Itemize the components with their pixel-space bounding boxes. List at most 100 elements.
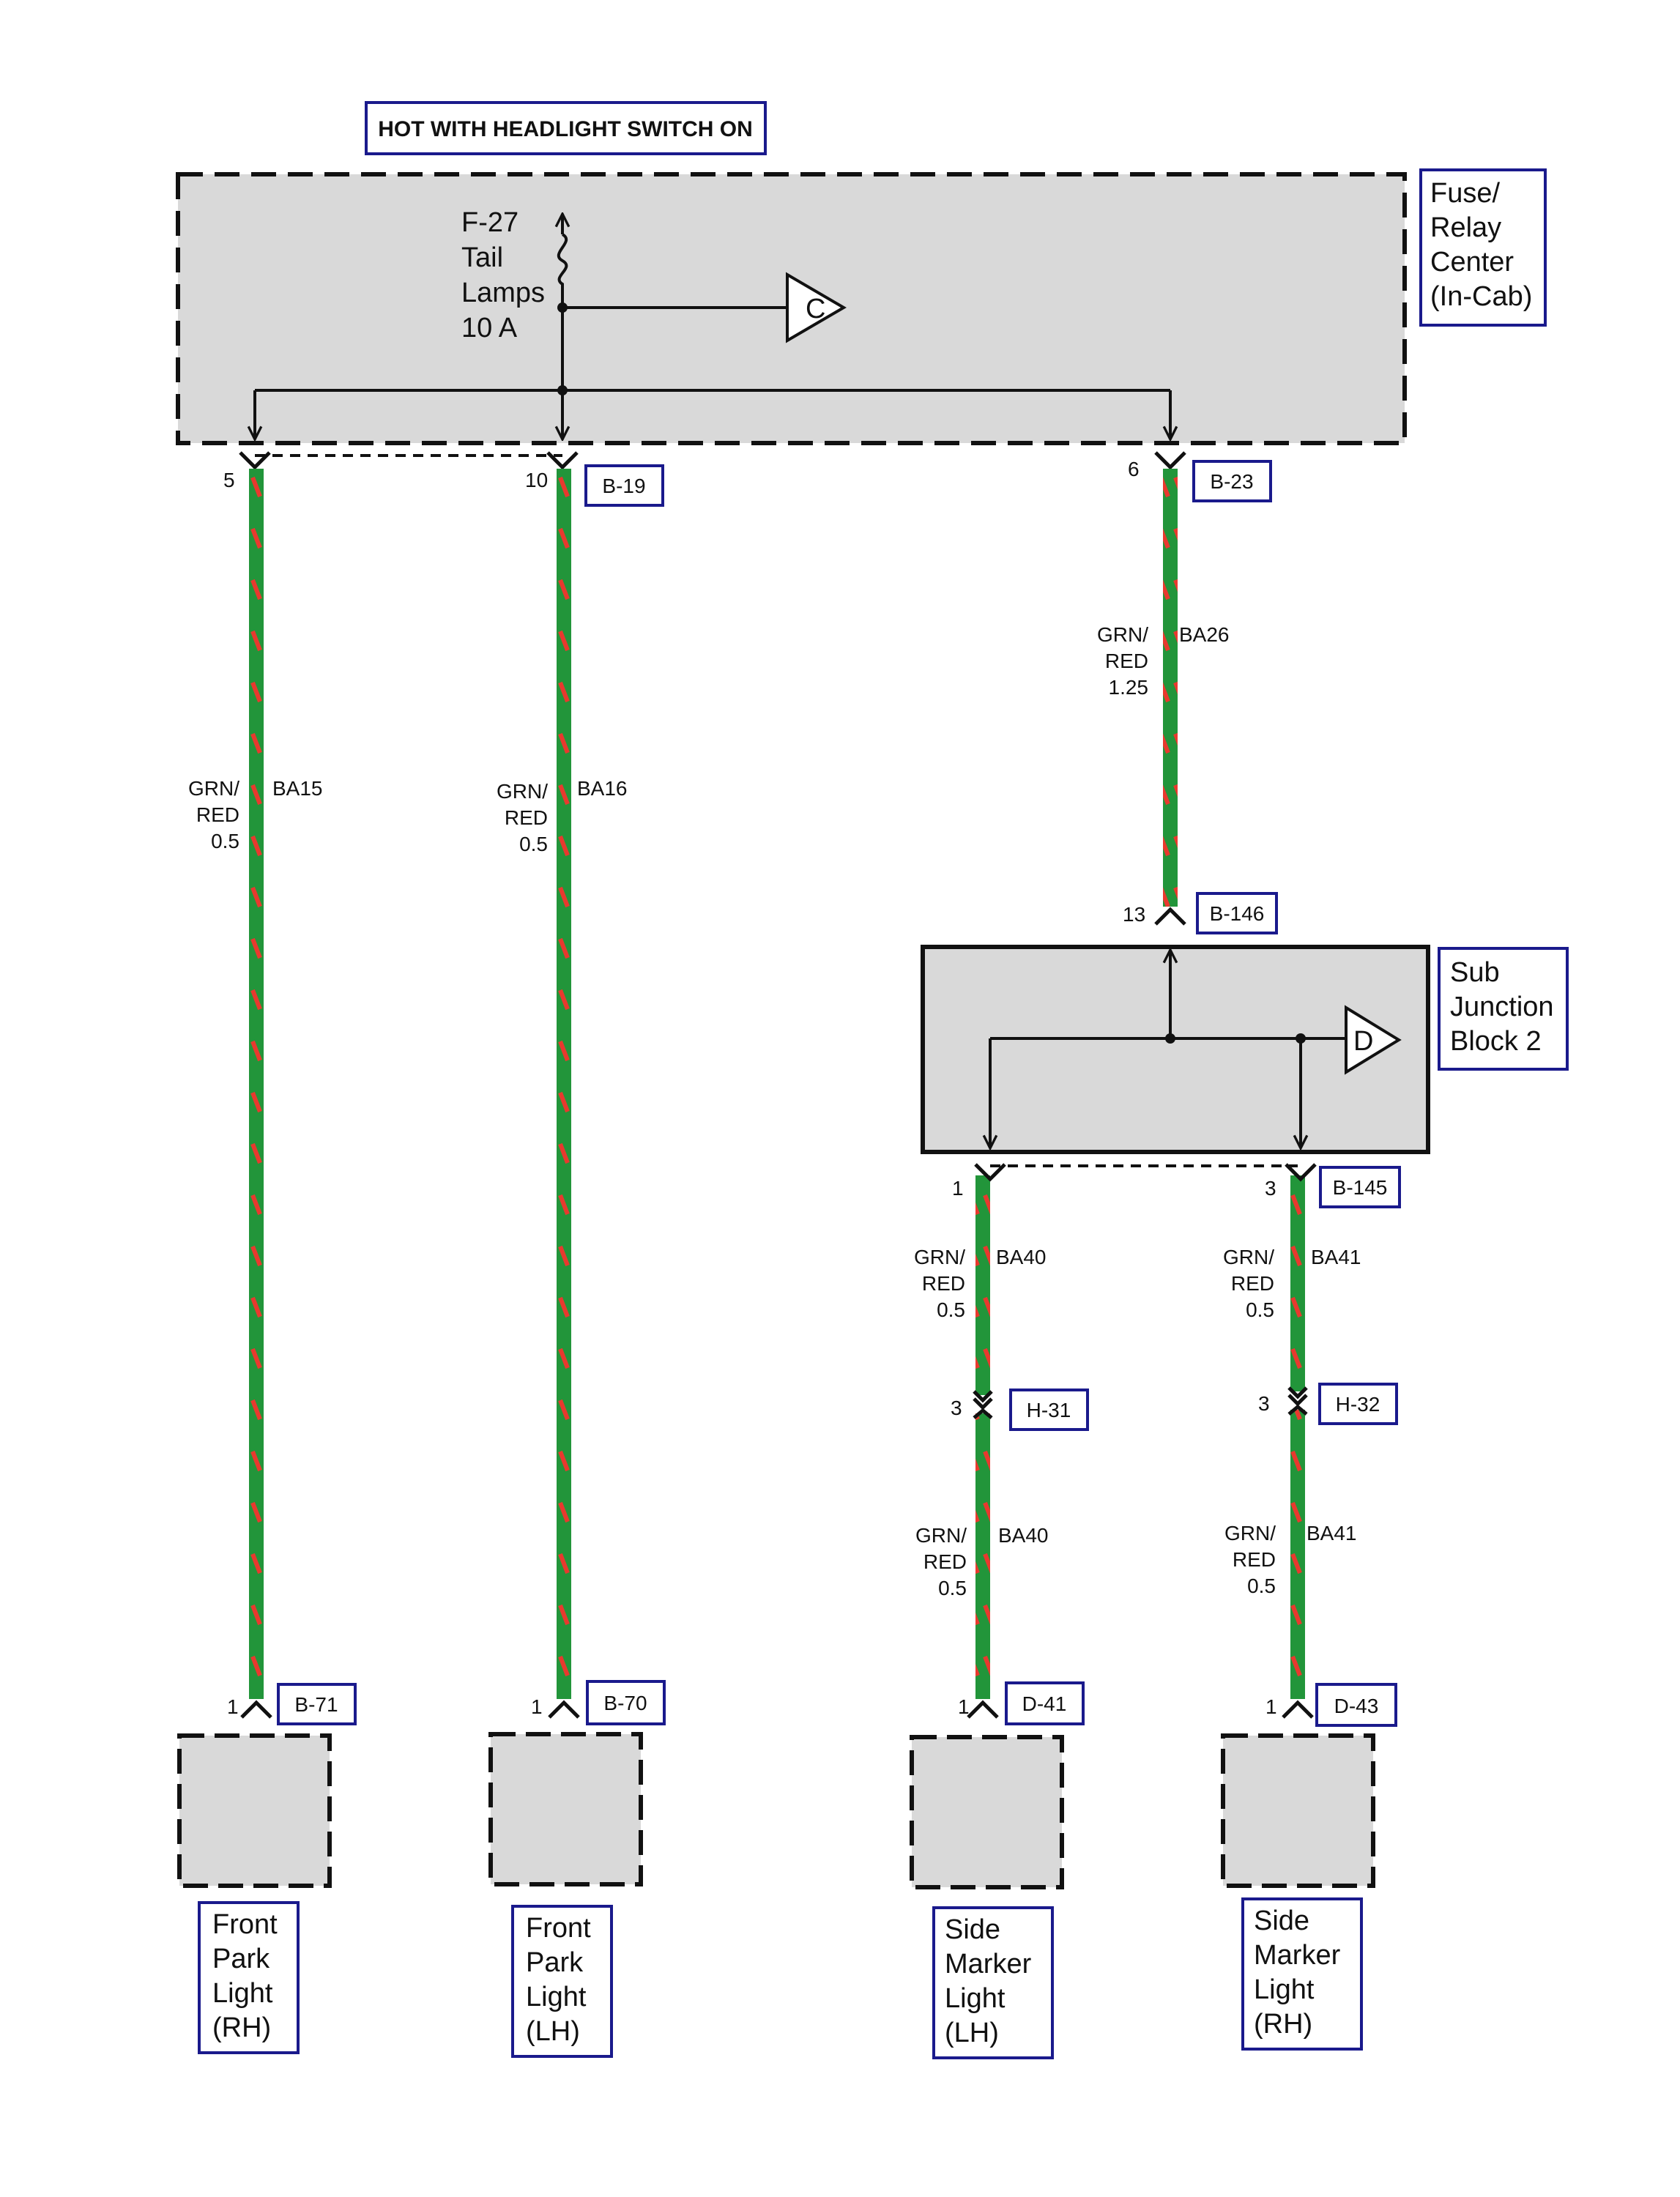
offpage-connector-d: D bbox=[1345, 1005, 1402, 1075]
ba16-color-2: RED bbox=[505, 806, 548, 829]
ba40l-color-2: RED bbox=[923, 1550, 967, 1573]
wire-label-ba40-upper: GRN/ RED 0.5 BA40 bbox=[914, 1246, 1047, 1321]
component-front-park-rh bbox=[177, 1733, 332, 1888]
smrh-line-4: (RH) bbox=[1254, 2009, 1312, 2040]
offpage-connector-c-label: C bbox=[806, 294, 825, 324]
smrh-line-3: Light bbox=[1254, 1974, 1315, 2005]
connector-b23: 6 B-23 bbox=[1128, 451, 1272, 502]
d43-id: D-43 bbox=[1334, 1695, 1379, 1717]
sub-junction-block-label: Sub Junction Block 2 bbox=[1438, 947, 1569, 1071]
fuse-label-line-3: Lamps bbox=[461, 278, 545, 308]
connector-b145: 1 3 B-145 bbox=[952, 1163, 1401, 1208]
label-side-marker-rh: Side Marker Light (RH) bbox=[1241, 1897, 1363, 2051]
sub-junction-block: D bbox=[921, 945, 1430, 1154]
d41-id: D-41 bbox=[1022, 1692, 1067, 1715]
fuse-f27-label: F-27 Tail Lamps 10 A bbox=[461, 207, 545, 343]
connector-h32: 3 H-32 bbox=[1258, 1383, 1398, 1425]
ba15-color-2: RED bbox=[196, 803, 239, 826]
ba26-color-2: RED bbox=[1105, 650, 1148, 672]
ba40u-color-3: 0.5 bbox=[937, 1298, 965, 1321]
fuse-relay-center-label: Fuse/ Relay Center (In-Cab) bbox=[1419, 168, 1547, 327]
h32-id: H-32 bbox=[1336, 1393, 1380, 1416]
wire-label-ba40-lower: GRN/ RED 0.5 BA40 bbox=[915, 1524, 1049, 1599]
wire-ba26 bbox=[1163, 469, 1178, 907]
ba26-color-3: 1.25 bbox=[1109, 676, 1149, 699]
b70-id: B-70 bbox=[603, 1692, 647, 1714]
ba16-circuit: BA16 bbox=[577, 777, 628, 800]
wire-ba40-lower bbox=[975, 1413, 990, 1699]
ba15-circuit: BA15 bbox=[272, 777, 323, 800]
ba40u-color-2: RED bbox=[922, 1272, 965, 1295]
frc-label-line-1: Fuse/ bbox=[1430, 178, 1500, 209]
fprh-line-2: Park bbox=[212, 1944, 270, 1974]
wire-ba16 bbox=[557, 469, 571, 1699]
ba40l-circuit: BA40 bbox=[998, 1524, 1049, 1547]
fuse-label-line-4: 10 A bbox=[461, 313, 518, 343]
fuse-label-line-1: F-27 bbox=[461, 207, 519, 238]
h32-pin: 3 bbox=[1258, 1392, 1270, 1415]
hot-label-text: HOT WITH HEADLIGHT SWITCH ON bbox=[378, 117, 753, 141]
ba41l-color-3: 0.5 bbox=[1247, 1575, 1276, 1597]
ba15-color-3: 0.5 bbox=[211, 830, 239, 852]
fplh-line-4: (LH) bbox=[526, 2016, 580, 2047]
connector-b146: 13 B-146 bbox=[1123, 892, 1278, 934]
wire-label-ba26: GRN/ RED 1.25 BA26 bbox=[1097, 623, 1230, 699]
b23-id: B-23 bbox=[1210, 470, 1253, 493]
label-side-marker-lh: Side Marker Light (LH) bbox=[932, 1906, 1054, 2059]
fplh-line-3: Light bbox=[526, 1982, 587, 2012]
offpage-connector-c: C bbox=[786, 272, 847, 343]
ba41u-circuit: BA41 bbox=[1311, 1246, 1361, 1268]
connector-d43: 1 D-43 bbox=[1265, 1683, 1397, 1727]
smlh-line-1: Side bbox=[945, 1914, 1000, 1945]
d43-pin: 1 bbox=[1265, 1695, 1277, 1718]
b19-pin-5: 5 bbox=[223, 469, 235, 491]
b19-pin-10: 10 bbox=[525, 469, 548, 491]
label-front-park-rh: Front Park Light (RH) bbox=[198, 1901, 300, 2054]
b145-pin-1: 1 bbox=[952, 1177, 964, 1200]
ba41l-color-1: GRN/ bbox=[1224, 1522, 1276, 1544]
frc-label-line-4: (In-Cab) bbox=[1430, 281, 1532, 312]
wire-ba41-upper bbox=[1290, 1175, 1305, 1391]
fplh-line-2: Park bbox=[526, 1947, 584, 1978]
fplh-line-1: Front bbox=[526, 1913, 591, 1944]
ba16-color-3: 0.5 bbox=[519, 833, 548, 855]
connector-h31: 3 H-31 bbox=[951, 1389, 1089, 1431]
connector-b19: 5 10 B-19 bbox=[223, 451, 664, 507]
fprh-line-3: Light bbox=[212, 1978, 273, 2009]
fprh-line-4: (RH) bbox=[212, 2012, 271, 2043]
component-side-marker-lh bbox=[910, 1735, 1064, 1889]
fuse-f27-symbol bbox=[557, 214, 568, 313]
frc-label-line-2: Relay bbox=[1430, 212, 1501, 243]
sjb-label-line-3: Block 2 bbox=[1450, 1026, 1542, 1057]
b145-id: B-145 bbox=[1333, 1176, 1388, 1199]
b19-id: B-19 bbox=[602, 475, 645, 497]
smrh-line-2: Marker bbox=[1254, 1940, 1341, 1971]
h31-pin: 3 bbox=[951, 1397, 962, 1419]
ba41u-color-1: GRN/ bbox=[1223, 1246, 1274, 1268]
ba16-color-1: GRN/ bbox=[497, 780, 548, 803]
connector-d41: 1 D-41 bbox=[958, 1681, 1085, 1725]
fprh-line-1: Front bbox=[212, 1909, 278, 1940]
wire-ba15 bbox=[249, 469, 264, 1699]
connector-b71: 1 B-71 bbox=[227, 1683, 357, 1725]
ba40l-color-3: 0.5 bbox=[938, 1577, 967, 1599]
label-front-park-lh: Front Park Light (LH) bbox=[511, 1905, 613, 2058]
ba41l-color-2: RED bbox=[1233, 1548, 1276, 1571]
fuse-relay-center: F-27 Tail Lamps 10 A C bbox=[176, 172, 1407, 445]
wire-ba41-lower bbox=[1290, 1410, 1305, 1699]
ba40u-color-1: GRN/ bbox=[914, 1246, 965, 1268]
hot-label: HOT WITH HEADLIGHT SWITCH ON bbox=[365, 101, 767, 155]
b145-pin-3: 3 bbox=[1265, 1177, 1276, 1200]
smlh-line-3: Light bbox=[945, 1983, 1006, 2014]
wire-label-ba16: GRN/ RED 0.5 BA16 bbox=[497, 777, 628, 855]
fuse-label-line-2: Tail bbox=[461, 242, 503, 273]
smlh-line-4: (LH) bbox=[945, 2018, 999, 2048]
component-side-marker-rh bbox=[1221, 1733, 1375, 1888]
smrh-line-1: Side bbox=[1254, 1906, 1309, 1936]
ba40u-circuit: BA40 bbox=[996, 1246, 1047, 1268]
wire-label-ba41-upper: GRN/ RED 0.5 BA41 bbox=[1223, 1246, 1361, 1321]
b70-pin: 1 bbox=[531, 1695, 543, 1718]
smlh-line-2: Marker bbox=[945, 1949, 1032, 1979]
wire-label-ba15: GRN/ RED 0.5 BA15 bbox=[188, 777, 323, 852]
component-front-park-lh bbox=[488, 1732, 643, 1886]
